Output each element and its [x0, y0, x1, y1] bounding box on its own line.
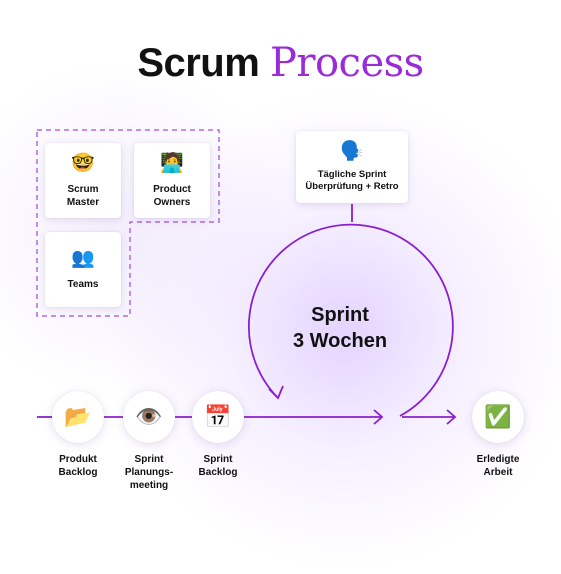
nerd-face-icon: 🤓	[71, 152, 95, 174]
sprint-backlog-label: Sprint Backlog	[198, 454, 238, 478]
daily-review-label: Tägliche Sprint Überprüfung + Retro	[305, 169, 399, 192]
sprint-planning-node: 👁️	[123, 391, 175, 443]
sprint-duration-label: Sprint 3 Wochen	[292, 304, 388, 352]
eye-icon: 👁️	[135, 404, 163, 429]
check-mark-icon: ✅	[484, 404, 512, 429]
daily-review-card: 🗣️ Tägliche Sprint Überprüfung + Retro	[296, 131, 408, 203]
folder-icon: 📂	[64, 404, 92, 429]
sprint-loop	[248, 223, 454, 417]
page-title: Scrum Process	[0, 40, 561, 86]
sprint-backlog-node: 📅	[192, 391, 244, 443]
product-backlog-label: Produkt Backlog	[58, 454, 98, 478]
role-card-scrum-master: 🤓 Scrum Master	[45, 143, 121, 218]
role-label: Scrum Master	[66, 183, 100, 208]
role-label: Product Owners	[153, 183, 191, 208]
sprint-planning-label: Sprint Planungs- meeting	[124, 454, 174, 491]
title-process: Process	[269, 40, 424, 86]
role-card-product-owners: 🧑‍💻 Product Owners	[134, 143, 210, 218]
role-label: Teams	[67, 279, 99, 290]
calendar-icon: 📅	[204, 404, 232, 429]
people-icon: 👥	[71, 248, 95, 269]
flow-arrowhead-1	[373, 409, 384, 425]
sprint-loop-arrowhead	[268, 385, 284, 400]
done-work-label: Erledigte Arbeit	[476, 454, 520, 478]
speaking-head-icon: 🗣️	[340, 141, 364, 162]
title-scrum: Scrum	[137, 41, 260, 85]
done-work-node: ✅	[472, 391, 524, 443]
role-card-teams: 👥 Teams	[45, 232, 121, 307]
roles-dashed-outline	[36, 129, 220, 317]
technologist-icon: 🧑‍💻	[160, 152, 184, 174]
flow-arrowhead-2	[446, 409, 457, 425]
product-backlog-node: 📂	[52, 391, 104, 443]
